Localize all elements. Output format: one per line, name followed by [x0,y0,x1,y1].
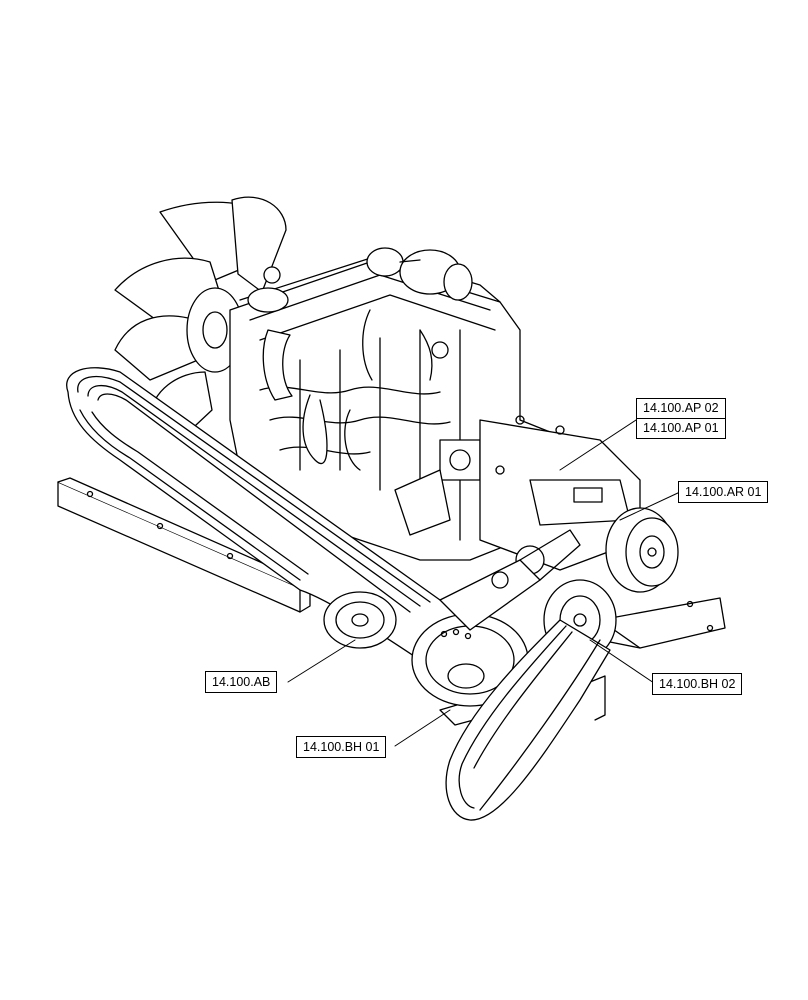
callout-stack-ap: 14.100.AP 02 14.100.AP 01 [636,398,726,439]
callout-14-100-ap-02[interactable]: 14.100.AP 02 [643,401,719,415]
gearbox-housing [479,415,641,575]
lower-belt [445,619,611,821]
leader-lines [287,419,681,747]
crankshaft-pulley [411,613,529,707]
idler-pulley [323,591,397,649]
tensioner-arm [439,529,581,631]
callout-14-100-bh-02[interactable]: 14.100.BH 02 [652,673,743,695]
callout-14-100-ap-01[interactable]: 14.100.AP 01 [637,418,725,438]
cooling-fan [114,196,287,441]
turbocharger [366,247,473,301]
callout-14-100-ab[interactable]: 14.100.AB [205,671,278,693]
callout-14-100-ar-01[interactable]: 14.100.AR 01 [678,481,769,503]
callout-14-100-bh-01[interactable]: 14.100.BH 01 [296,736,387,758]
